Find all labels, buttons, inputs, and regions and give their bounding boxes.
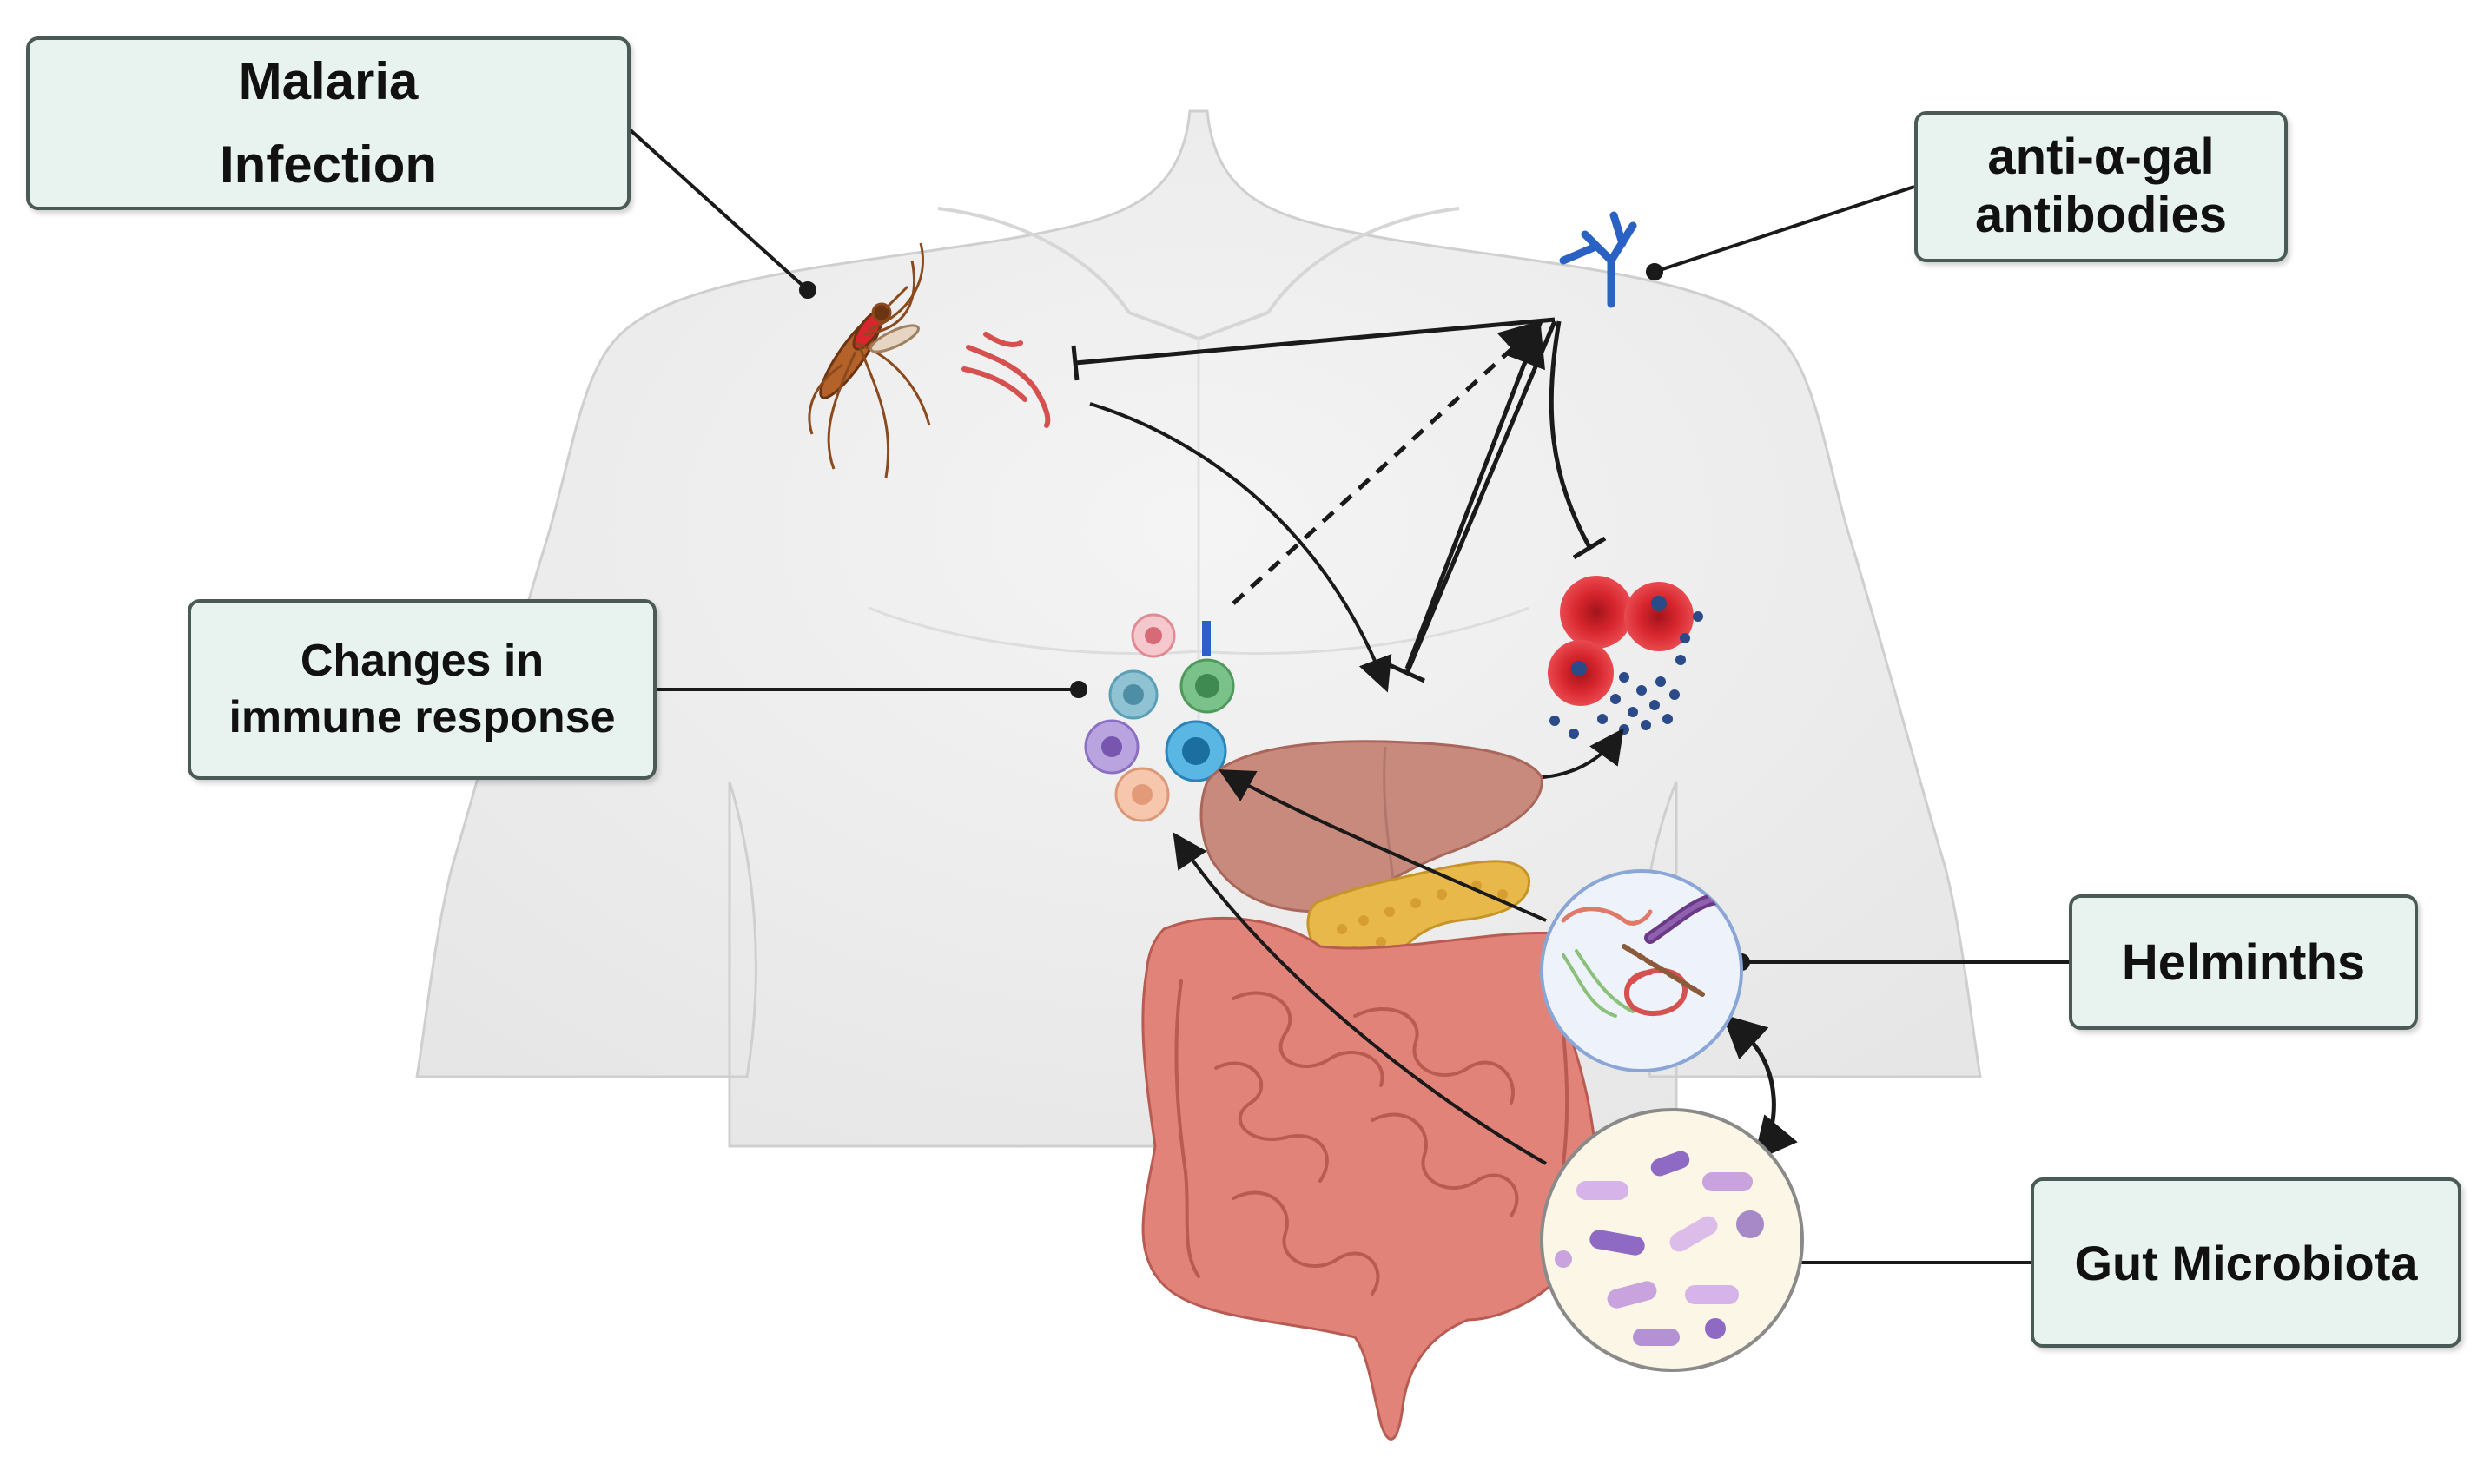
red-blood-cells-icon	[1548, 576, 1703, 739]
arrow-microbiota-to-immune	[1173, 832, 1547, 1165]
antibody-icon	[1559, 211, 1637, 308]
intestines-icon	[1141, 916, 1598, 1441]
dashed-arrow-immune-to-antibody	[1232, 320, 1544, 605]
mosquito-icon	[808, 242, 931, 478]
immune-cells-icon	[1084, 613, 1235, 822]
double-arrow-helminths-microbiota	[1721, 1013, 1798, 1162]
inhibit-antibody-liver	[1388, 320, 1557, 683]
immune-response-label: Changes in immune response	[188, 599, 657, 780]
helminths-label: Helminths	[2069, 894, 2418, 1030]
label-connectors	[629, 129, 2069, 1271]
arrow-to-antibody	[1404, 321, 1545, 669]
malaria-infection-label: Malaria Infection	[26, 36, 631, 210]
bacteria-circle-icon	[1540, 1108, 1804, 1372]
inhibit-antibody-rbc	[1549, 320, 1607, 560]
inhibit-antibody-parasite	[1071, 317, 1556, 381]
parasite-icon	[961, 332, 1051, 428]
liver-icon	[1199, 740, 1543, 913]
arrow-parasite-to-liver	[1089, 402, 1392, 693]
gut-microbiota-label: Gut Microbiota	[2031, 1177, 2461, 1348]
anti-gal-antibodies-label: anti-α-gal antibodies	[1914, 111, 2288, 262]
helminths-circle-icon	[1540, 869, 1743, 1072]
arrow-helminths-to-immune	[1219, 769, 1547, 922]
